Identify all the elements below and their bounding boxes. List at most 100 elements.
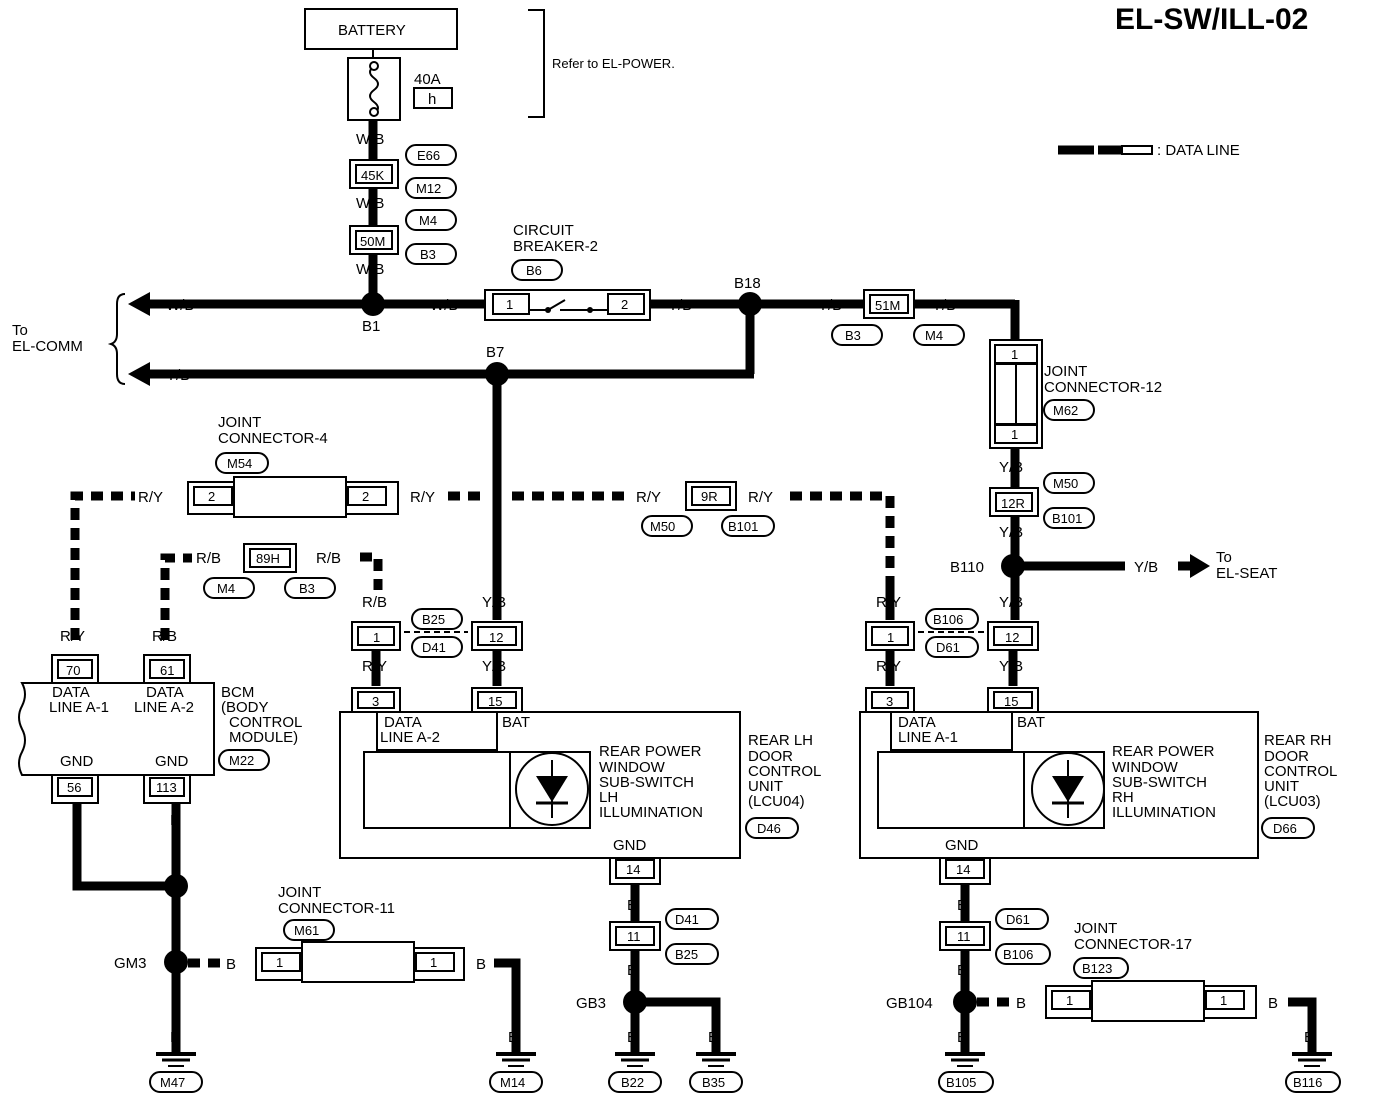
lh-mid-pin-y: 12 — [489, 630, 503, 645]
diagram-title: EL-SW/ILL-02 — [1115, 3, 1308, 36]
conn-m50: M50 — [650, 519, 675, 534]
wire-label: W/B — [356, 131, 384, 148]
splice-bcm-gnd — [164, 874, 188, 898]
rh-sw-1: REAR POWER — [1112, 743, 1215, 760]
jc4-title-2: CONNECTOR-4 — [218, 430, 328, 447]
rh-name-4: UNIT — [1264, 778, 1299, 795]
conn-m4: M4 — [419, 213, 437, 228]
bcm-name-2: (BODY — [221, 699, 269, 716]
jc12-pin: 1 — [1011, 427, 1018, 442]
fuse-id: h — [428, 91, 436, 108]
lh-sw-3: SUB-SWITCH — [599, 774, 694, 791]
lh-name-4: UNIT — [748, 778, 783, 795]
lh-data-l2: LINE A-2 — [380, 729, 440, 746]
arrow-left-icon — [128, 362, 150, 386]
rh-name-1: REAR RH — [1264, 732, 1332, 749]
splice-b1-label: B1 — [362, 318, 380, 335]
rh-mid-pin-r: 1 — [887, 630, 894, 645]
wire-label: B — [627, 1029, 637, 1046]
wire-label: B — [708, 1029, 718, 1046]
cb-title-2: BREAKER-2 — [513, 238, 598, 255]
data-line-legend: : DATA LINE — [1058, 142, 1240, 159]
conn-m47: M47 — [160, 1075, 185, 1090]
arrow-left-icon — [128, 292, 150, 316]
fuse-amp: 40A — [414, 71, 441, 88]
wire-label: W/B — [356, 195, 384, 212]
jc4-title-1: JOINT — [218, 414, 261, 431]
conn-b3: B3 — [299, 581, 315, 596]
data-line-a2 — [160, 553, 192, 640]
bcm-name-4: MODULE) — [229, 729, 298, 746]
bcm-name-3: CONTROL — [229, 714, 302, 731]
fuse-icon — [369, 65, 379, 115]
conn-b3: B3 — [845, 328, 861, 343]
jc11-pin: 1 — [430, 955, 437, 970]
rh-pin-bat: 15 — [1004, 694, 1018, 709]
rh-data-l1: DATA — [898, 714, 936, 731]
rh-gnd: GND — [945, 837, 979, 854]
conn-b22: B22 — [621, 1075, 644, 1090]
bcm-pin-a2: 61 — [160, 663, 174, 678]
legend-label: : DATA LINE — [1157, 142, 1240, 159]
splice-gb104 — [953, 990, 977, 1014]
conn-b106: B106 — [933, 612, 963, 627]
jc12-title-2: CONNECTOR-12 — [1044, 379, 1162, 396]
lh-sw-4: LH — [599, 789, 618, 806]
conn-b101: B101 — [728, 519, 758, 534]
lh-gnd: GND — [613, 837, 647, 854]
wire-label: R/Y — [410, 489, 435, 506]
wire-label: B — [627, 962, 637, 979]
lh-sw-5: ILLUMINATION — [599, 804, 703, 821]
jc12-pin: 1 — [1011, 347, 1018, 362]
bcm-gnd-2: GND — [155, 753, 189, 770]
conn-b25: B25 — [675, 947, 698, 962]
rh-sw-4: RH — [1112, 789, 1134, 806]
conn-m12: M12 — [416, 181, 441, 196]
wire-label: Y/B — [999, 524, 1023, 541]
wire-label: R/Y — [876, 658, 901, 675]
to-el-comm-2: EL-COMM — [12, 338, 83, 355]
jc17-pin: 1 — [1066, 993, 1073, 1008]
wire-label: Y/B — [668, 297, 692, 314]
splice-b18-label: B18 — [734, 275, 761, 292]
rh-name-5: (LCU03) — [1264, 793, 1321, 810]
to-el-comm-1: To — [12, 322, 28, 339]
battery-box — [304, 8, 458, 50]
lh-name-1: REAR LH — [748, 732, 813, 749]
conn-12r-label: 12R — [1001, 496, 1025, 511]
lh-pin-bat: 15 — [488, 694, 502, 709]
rh-sw-5: ILLUMINATION — [1112, 804, 1216, 821]
splice-gb3-label: GB3 — [576, 995, 606, 1012]
wire-label: B — [1268, 995, 1278, 1012]
wire-label: R/Y — [748, 489, 773, 506]
wire-label: W/B — [356, 261, 384, 278]
lh-mid-pin-r: 1 — [373, 630, 380, 645]
conn-d46: D46 — [757, 821, 781, 836]
conn-51m-label: 51M — [875, 298, 900, 313]
conn-9r-label: 9R — [701, 489, 718, 504]
conn-m14: M14 — [500, 1075, 525, 1090]
lh-data-l1: DATA — [384, 714, 422, 731]
jc17-title-2: CONNECTOR-17 — [1074, 936, 1192, 953]
conn-d61: D61 — [1006, 912, 1030, 927]
wire-label: Y/B — [818, 297, 842, 314]
bcm-pin-a1: 70 — [66, 663, 80, 678]
lh-sw-1: REAR POWER — [599, 743, 702, 760]
conn-m4: M4 — [925, 328, 943, 343]
wire-label: B — [508, 1029, 518, 1046]
conn-b105: B105 — [946, 1075, 976, 1090]
to-el-seat-1: To — [1216, 549, 1232, 566]
conn-b25: B25 — [422, 612, 445, 627]
bcm-a1-l2: LINE A-1 — [49, 699, 109, 716]
jc11-pin: 1 — [276, 955, 283, 970]
splice-b1 — [361, 292, 385, 316]
rh-pin-gnd: 14 — [956, 862, 970, 877]
rh-name-3: CONTROL — [1264, 763, 1337, 780]
bcm-gnd-1: GND — [60, 753, 94, 770]
wire-label: B — [957, 1029, 967, 1046]
lh-sw-2: WINDOW — [599, 759, 666, 776]
wire-label: Y/B — [999, 658, 1023, 675]
conn-d41: D41 — [675, 912, 699, 927]
rh-data-l2: LINE A-1 — [898, 729, 958, 746]
